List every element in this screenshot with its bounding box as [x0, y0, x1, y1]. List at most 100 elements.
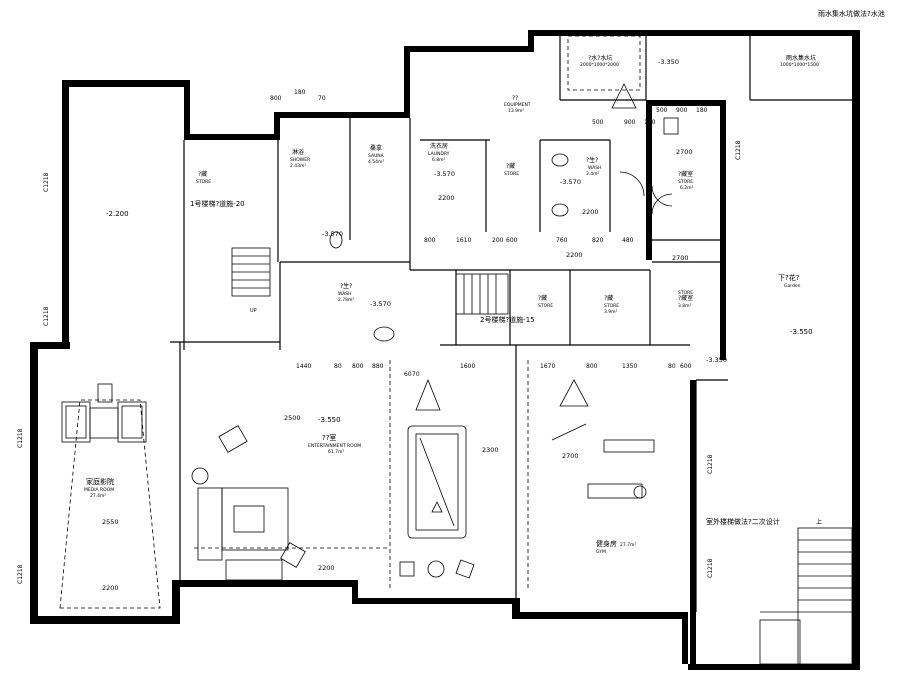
entertainment-area: 61.7m²	[328, 449, 344, 455]
dim-top-3: 500	[592, 119, 604, 126]
stair-1	[231, 247, 271, 297]
dim-row-2: 800	[352, 363, 364, 370]
sauna-name: 桑拿	[370, 144, 382, 152]
annotations: 雨水集水坑做法?水池 1号楼梯?道施-20 2号楼梯?道施-15 室外楼梯做法?…	[190, 9, 885, 526]
garden-en: Garden	[784, 283, 801, 289]
entertainment-name: ??室	[322, 433, 336, 442]
shower-en: SHOWER	[290, 157, 310, 163]
dim-top-1: 180	[294, 89, 306, 96]
wash-top-name: ?生?	[586, 156, 598, 164]
cinema-seats	[61, 383, 147, 443]
entertainment-en: ENTERTAINMENT ROOM	[308, 443, 361, 449]
store-c-name: ?藏	[604, 294, 613, 302]
wash-left-area: 2.78m²	[338, 297, 354, 303]
wash-left-en: WASH	[338, 291, 352, 297]
ramp-up-label: 上	[816, 518, 822, 526]
laundry-name: 洗衣房	[430, 142, 448, 150]
dim-top-4: 900	[624, 119, 636, 126]
shower-area: 2.43m²	[290, 163, 306, 169]
gym-area: 27.7m²	[620, 542, 636, 548]
dim-mid-4: 760	[556, 237, 568, 244]
ch-store-b: 2700	[672, 254, 689, 262]
dim-mid-5: 820	[592, 237, 604, 244]
store-left-en: STORE	[196, 179, 211, 185]
bar-stools	[399, 559, 475, 579]
wash-left-name: ?生?	[340, 282, 352, 290]
wash-top-area: 3.4m²	[586, 171, 600, 177]
store-a-en: STORE	[538, 303, 553, 309]
ch-media: 2550	[102, 518, 119, 526]
dim-side-2: C1218	[17, 428, 24, 448]
interior-walls	[170, 36, 852, 612]
dim-side-1: C1218	[43, 306, 50, 326]
dim-mid-2: 200	[492, 237, 504, 244]
sauna-en: SAUNA	[368, 153, 385, 159]
sofa-set	[191, 425, 306, 581]
ch-corridor: 2200	[566, 251, 583, 259]
dim-top-8: 180	[696, 107, 708, 114]
dim-mid-3: 800	[424, 237, 436, 244]
dim-mid-1: 1610	[456, 237, 471, 244]
dim-top-0: 800	[270, 95, 282, 102]
doors	[415, 83, 673, 411]
pool-table	[407, 425, 467, 539]
store-c-en: STORE	[604, 303, 619, 309]
media-room-en: MEDIA ROOM	[84, 487, 114, 493]
ch-gym: 2700	[562, 452, 579, 460]
ceiling-lines	[59, 35, 641, 609]
entertainment-elev: -3.550	[318, 416, 341, 424]
dim-side-4: C1218	[735, 140, 742, 160]
dim-row-9: 1350	[622, 363, 637, 370]
equipment-en: EQUIPMENT	[504, 102, 531, 108]
ch-wash-top: 2200	[582, 208, 599, 216]
ch-entertainment: 2500	[284, 414, 301, 422]
dim-row-3: 880	[372, 363, 384, 370]
title-note: 雨水集水坑做法?水池	[818, 9, 885, 18]
elev-laundry: -3.570	[434, 170, 455, 178]
dim-row-11: 600	[680, 363, 692, 370]
elev-garden-gate: -3.350	[706, 356, 727, 364]
dim-row-4: 1600	[460, 363, 475, 370]
dim-row-7: 1670	[540, 363, 555, 370]
store-b-name: ?藏室	[678, 294, 693, 302]
gym-equipment	[551, 423, 655, 499]
store-right-area: 6.2m²	[680, 185, 694, 191]
laundry-en: LAUNDRY	[428, 151, 450, 157]
shower-name: 淋浴	[292, 148, 304, 156]
elev-wash-top: -3.570	[560, 178, 581, 186]
store-a-name: ?藏	[538, 294, 547, 302]
dim-mid-0: 600	[506, 237, 518, 244]
dim-row-10: 80	[668, 363, 676, 370]
store-b-area: 3.8m²	[678, 303, 692, 309]
dim-top-7: 900	[676, 107, 688, 114]
stair1-note: 1号楼梯?道施-20	[190, 199, 245, 208]
garden-elev: -3.550	[790, 328, 813, 336]
gym-en: GYM	[596, 549, 606, 555]
ch-media-front: 2200	[102, 584, 119, 592]
pit-right-name: 雨水集水坑	[786, 54, 816, 62]
store-c-area: 3.9m²	[604, 309, 618, 315]
stair-2	[455, 273, 509, 315]
equipment-name: ??	[512, 95, 518, 102]
pit-top-dims: 2000*1000*2000	[580, 62, 619, 68]
dim-row-1: 80	[334, 363, 342, 370]
dim-side-5: C1218	[707, 454, 714, 474]
elev-pit: -3.350	[658, 58, 679, 66]
ch-sofa: 2200	[318, 564, 335, 572]
media-room-area: 27.4m²	[90, 493, 106, 499]
exterior-stair	[759, 527, 853, 665]
sauna-area: 4.54m²	[368, 159, 384, 165]
dim-top-5: 180	[644, 119, 656, 126]
store-right-name: ?藏室	[678, 170, 693, 178]
sanitary-fixtures	[329, 117, 679, 342]
store-mid-name: ?藏	[506, 162, 515, 170]
gym-name: 健身房	[596, 539, 617, 548]
dimension-labels: 800 180 70 500 900 180 500 900 180 1440 …	[17, 89, 742, 584]
pit-top-name: ?水?水坑	[588, 54, 612, 62]
dim-row-8: 800	[586, 363, 598, 370]
stair-up-label: UP	[250, 308, 257, 314]
exterior-walls	[30, 30, 860, 670]
wash-top-en: WASH	[588, 165, 602, 171]
elevation-marks: -3.570 -3.570 -3.570 -3.570 -3.350 -3.35…	[322, 58, 727, 364]
